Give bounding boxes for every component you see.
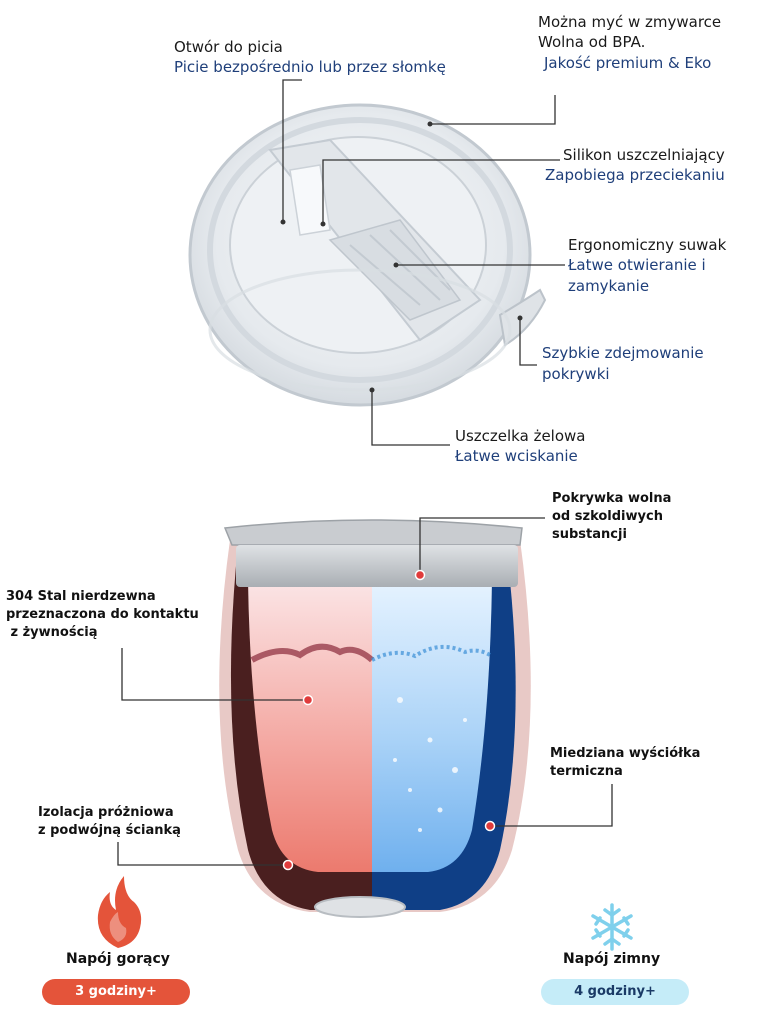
hot-duration-badge: 3 godziny+ bbox=[42, 979, 190, 1005]
lid-free-line1: Pokrywka wolna bbox=[552, 491, 672, 506]
lid-free-line2: od szkoldiwych bbox=[552, 509, 663, 524]
lid-leader-lines bbox=[282, 79, 565, 446]
flame-icon bbox=[97, 876, 142, 948]
slider-sub1: Łatwe otwieranie i bbox=[568, 256, 706, 274]
quick-remove-sub2: pokrywki bbox=[542, 365, 610, 383]
steel-line1: 304 Stal nierdzewna bbox=[6, 589, 156, 604]
cold-drink-label: Napój zimny bbox=[563, 951, 661, 967]
drink-opening-title: Otwór do picia bbox=[174, 38, 283, 56]
lid-illustration bbox=[188, 103, 547, 407]
copper-line1: Miedziana wyściółka bbox=[550, 746, 701, 761]
vacuum-line1: Izolacja próżniowa bbox=[38, 805, 174, 820]
dishwasher-line2: Wolna od BPA. bbox=[538, 33, 646, 51]
quick-remove-sub1: Szybkie zdejmowanie bbox=[542, 344, 704, 362]
tumbler-illustration bbox=[219, 519, 531, 918]
dishwasher-line1: Można myć w zmywarce bbox=[538, 13, 722, 31]
vacuum-line2: z podwójną ścianką bbox=[38, 823, 181, 838]
silicone-seal-sub: Zapobiega przeciekaniu bbox=[545, 166, 725, 184]
gel-gasket-sub: Łatwe wciskanie bbox=[455, 447, 578, 465]
dishwasher-sub: Jakość premium & Eko bbox=[544, 54, 712, 72]
slider-title: Ergonomiczny suwak bbox=[568, 236, 727, 254]
gel-gasket-title: Uszczelka żelowa bbox=[455, 427, 586, 445]
drink-opening-sub: Picie bezpośrednio lub przez słomkę bbox=[174, 58, 446, 76]
steel-line2: przeznaczona do kontaktu bbox=[6, 607, 199, 622]
copper-line2: termiczna bbox=[550, 764, 623, 779]
cold-duration-badge: 4 godziny+ bbox=[541, 979, 689, 1005]
silicone-seal-title: Silikon uszczelniający bbox=[563, 146, 725, 164]
snowflake-icon bbox=[591, 903, 633, 951]
hot-drink-label: Napój gorący bbox=[66, 951, 170, 967]
steel-line3: z żywnością bbox=[6, 625, 98, 640]
lid-free-line3: substancji bbox=[552, 527, 627, 542]
slider-sub2: zamykanie bbox=[568, 277, 650, 295]
